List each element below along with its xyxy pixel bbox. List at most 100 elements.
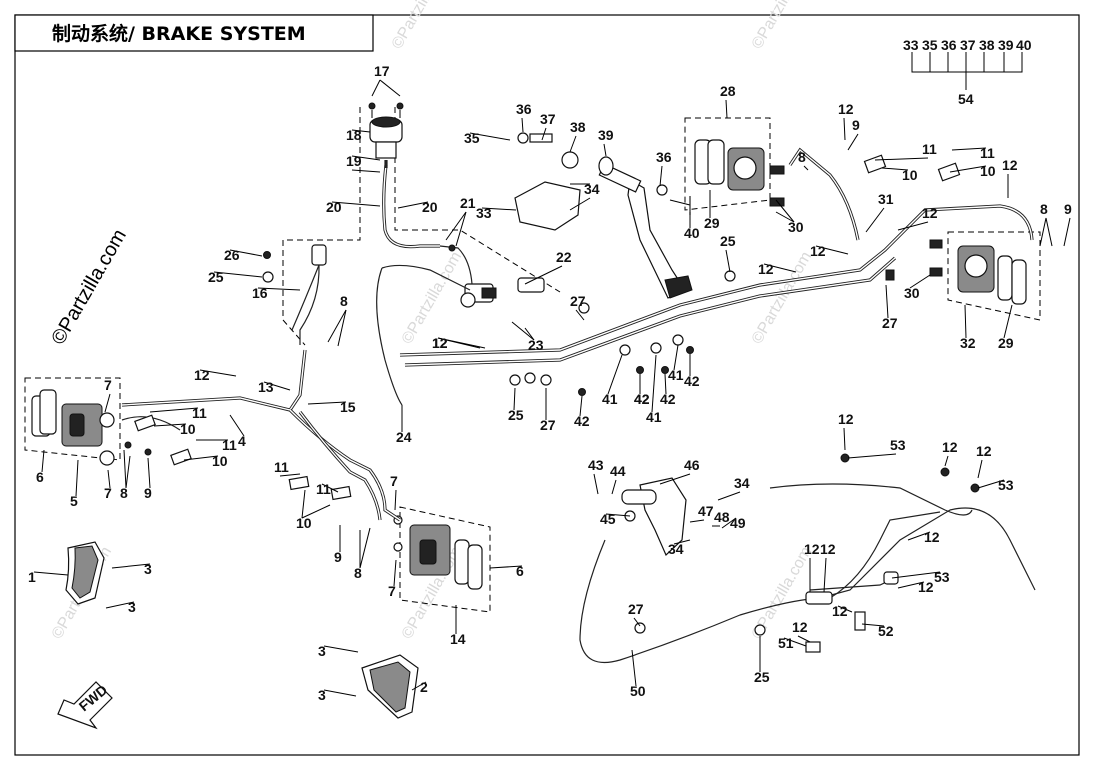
callout-label-50: 50 bbox=[630, 683, 646, 699]
callout-leader-30b bbox=[909, 274, 931, 289]
callout-leader-8a bbox=[337, 309, 347, 347]
callout-label-12m: 12 bbox=[804, 541, 820, 557]
callout-leader-6a bbox=[41, 449, 45, 473]
group-54-member: 40 bbox=[1016, 37, 1032, 53]
callout-leader-21 bbox=[445, 211, 467, 241]
callout-leader-10b bbox=[183, 455, 219, 461]
callout-label-5: 5 bbox=[70, 493, 78, 509]
callout-leader-46 bbox=[659, 473, 691, 485]
callout-label-8a: 8 bbox=[340, 293, 348, 309]
callout-leader-50 bbox=[631, 649, 637, 687]
watermark-text: ©Partzilla.com bbox=[749, 0, 815, 52]
callout-label-8e: 8 bbox=[1040, 201, 1048, 217]
callout-label-12j: 12 bbox=[942, 439, 958, 455]
callout-leader-25b bbox=[725, 249, 731, 273]
callout-leader-7c bbox=[394, 489, 397, 511]
callout-leader-11f bbox=[951, 147, 987, 151]
callout-label-12b: 12 bbox=[194, 367, 210, 383]
callout-label-18: 18 bbox=[346, 127, 362, 143]
callout-label-51: 51 bbox=[778, 635, 794, 651]
callout-leader-12n bbox=[823, 557, 827, 593]
callout-leader-27b bbox=[575, 309, 585, 321]
callout-leader-23 bbox=[524, 327, 535, 341]
callout-label-12d: 12 bbox=[1002, 157, 1018, 173]
callout-leader-9c bbox=[847, 133, 859, 151]
callout-label-21: 21 bbox=[460, 195, 476, 211]
callout-leader-2 bbox=[411, 681, 427, 691]
callout-label-43: 43 bbox=[588, 457, 604, 473]
callout-label-11b: 11 bbox=[222, 437, 237, 453]
callout-leader-12j bbox=[944, 455, 949, 467]
callout-label-10b: 10 bbox=[212, 453, 228, 469]
diagram-frame bbox=[14, 14, 1080, 756]
group-54-labels: 33 35 36 37 38 39 40 54 bbox=[903, 37, 1032, 107]
callout-label-27a: 27 bbox=[882, 315, 898, 331]
callout-label-3c: 3 bbox=[318, 643, 326, 659]
callout-label-9d: 9 bbox=[1064, 201, 1072, 217]
group-54-bracket bbox=[911, 52, 1023, 90]
callout-label-15: 15 bbox=[340, 399, 356, 415]
callout-leader-34b bbox=[717, 491, 741, 501]
callout-label-19: 19 bbox=[346, 153, 362, 169]
callout-label-49: 49 bbox=[730, 515, 746, 531]
callout-label-11a: 11 bbox=[192, 405, 207, 421]
callout-leader-53a bbox=[847, 453, 897, 459]
callout-leader-22 bbox=[524, 265, 563, 285]
callout-label-9a: 9 bbox=[144, 485, 152, 501]
callout-leader-19 bbox=[351, 155, 381, 161]
callout-label-45: 45 bbox=[600, 511, 616, 527]
callout-leader-3c bbox=[323, 645, 359, 653]
callout-leader-39 bbox=[603, 143, 607, 157]
callout-leader-12e bbox=[897, 221, 929, 231]
callout-label-29b: 29 bbox=[998, 335, 1014, 351]
callout-label-10e: 10 bbox=[980, 163, 996, 179]
group-54-member: 39 bbox=[998, 37, 1014, 53]
callout-leader-37 bbox=[541, 127, 547, 141]
hose-clips bbox=[134, 154, 961, 501]
callout-leader-17 bbox=[379, 79, 401, 97]
callout-label-6b: 6 bbox=[516, 563, 524, 579]
callout-label-1: 1 bbox=[28, 569, 36, 585]
callout-label-7b: 7 bbox=[104, 485, 112, 501]
callout-label-53a: 53 bbox=[890, 437, 906, 453]
callout-label-11c: 11 bbox=[274, 459, 289, 475]
callout-leader-18 bbox=[351, 129, 371, 133]
callout-leader-44 bbox=[611, 479, 617, 495]
callout-leader-12q bbox=[797, 635, 811, 643]
callout-label-42c: 42 bbox=[684, 373, 700, 389]
fwd-arrow: FWD bbox=[57, 681, 113, 730]
front-left-caliper bbox=[24, 377, 152, 466]
callout-leader-17 bbox=[371, 79, 381, 97]
callout-label-8c: 8 bbox=[354, 565, 362, 581]
callout-label-22: 22 bbox=[556, 249, 572, 265]
callout-leader-32 bbox=[964, 304, 967, 339]
callout-label-41c: 41 bbox=[668, 367, 684, 383]
callout-leader-25c bbox=[513, 387, 516, 411]
callout-label-39: 39 bbox=[598, 127, 614, 143]
callout-label-3d: 3 bbox=[318, 687, 326, 703]
callout-label-7a: 7 bbox=[104, 377, 112, 393]
callout-leader-11d bbox=[321, 483, 339, 493]
callout-leader-42b bbox=[664, 373, 667, 395]
callout-leader-10c bbox=[301, 489, 306, 519]
callout-label-12q: 12 bbox=[792, 619, 808, 635]
callout-leaders bbox=[33, 79, 1071, 697]
callout-leader-53b bbox=[977, 479, 1005, 489]
group-54-member: 38 bbox=[979, 37, 995, 53]
group-54-label: 54 bbox=[958, 91, 974, 107]
rear-caliper-top bbox=[684, 117, 785, 211]
callout-leader-41a bbox=[607, 354, 623, 395]
callout-label-11d: 11 bbox=[316, 481, 331, 497]
watermark-text: ©Partzilla.com bbox=[399, 249, 465, 347]
callout-leader-35 bbox=[469, 132, 511, 141]
callout-label-27c: 27 bbox=[540, 417, 556, 433]
callout-leader-8b bbox=[125, 455, 131, 489]
callout-label-20a: 20 bbox=[326, 199, 342, 215]
callout-label-30b: 30 bbox=[904, 285, 920, 301]
callout-label-20b: 20 bbox=[422, 199, 438, 215]
parking-brake-bracket bbox=[621, 477, 687, 557]
callout-leader-49 bbox=[721, 517, 737, 529]
callout-leader-53c bbox=[891, 571, 941, 579]
callout-leader-12g bbox=[763, 263, 797, 273]
